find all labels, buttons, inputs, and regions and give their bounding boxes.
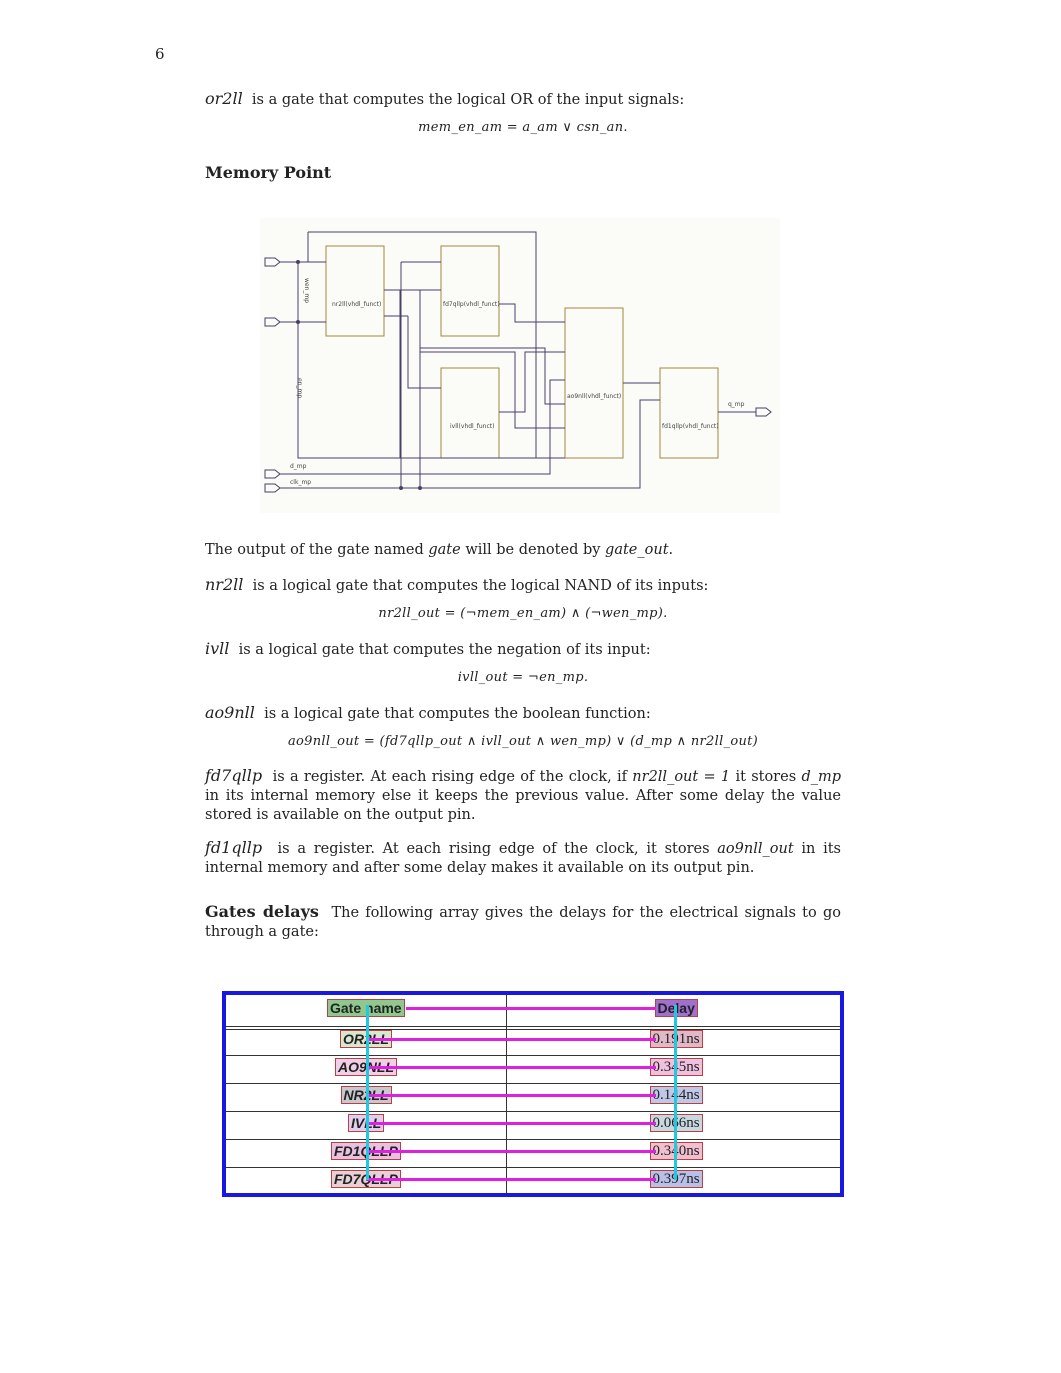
svg-text:fd7qllp(vhdl_funct): fd7qllp(vhdl_funct) [443, 301, 500, 308]
ivll-definition: ivll is a logical gate that computes the… [205, 639, 841, 660]
input-port-d [264, 469, 281, 479]
fd1qllp-text-b: in its internal memory and after some de… [205, 841, 841, 876]
output-port-q [755, 407, 772, 417]
table-row-divider [226, 1083, 840, 1084]
svg-text:wen_mp: wen_mp [303, 278, 310, 303]
svg-text:clk_mp: clk_mp [290, 479, 311, 486]
memory-point-heading: Memory Point [205, 163, 332, 182]
gates-delays-text: The following array gives the delays for… [205, 905, 841, 940]
table-row-divider [226, 1055, 840, 1056]
ao9nll-definition: ao9nll is a logical gate that computes t… [205, 703, 841, 724]
or2ll-name: or2ll [205, 89, 243, 108]
fd1qllp-math-a: ao9nll_out [717, 841, 794, 857]
fd1qllp-definition: fd1qllp is a register. At each rising ed… [205, 838, 841, 878]
input-port-en [264, 317, 281, 327]
fd7qllp-text-c: in its internal memory else it keeps the… [205, 788, 841, 823]
table-row-divider [226, 1167, 840, 1168]
table-row-divider [226, 1029, 840, 1030]
gates-delays-paragraph: Gates delays The following array gives t… [205, 902, 841, 942]
ivll-formula: ivll_out = ¬en_mp. [457, 670, 589, 685]
output-note-suffix: . [668, 542, 674, 558]
alignment-link-line [366, 1150, 656, 1153]
fd7qllp-math-b: d_mp [801, 769, 842, 785]
output-note-gate-word: gate [428, 542, 461, 558]
nr2ll-text: is a logical gate that computes the logi… [252, 578, 709, 594]
input-port-clk [264, 483, 281, 493]
alignment-guide-line [366, 1005, 369, 1180]
fd7qllp-definition: fd7qllp is a register. At each rising ed… [205, 766, 841, 825]
svg-text:fd1qllp(vhdl_funct): fd1qllp(vhdl_funct) [662, 423, 719, 430]
gates-delays-heading: Gates delays [205, 902, 319, 921]
input-port-wen [264, 257, 281, 267]
fd1qllp-text-a: is a register. At each rising edge of th… [277, 841, 718, 857]
ivll-name: ivll [205, 639, 230, 658]
output-note: The output of the gate named gate will b… [205, 541, 841, 560]
nr2ll-definition: nr2ll is a logical gate that computes th… [205, 575, 841, 596]
table-row-divider [226, 1111, 840, 1112]
svg-text:ao9nll(vhdl_funct): ao9nll(vhdl_funct) [567, 393, 621, 400]
nr2ll-name: nr2ll [205, 575, 244, 594]
svg-text:ivll(vhdl_funct): ivll(vhdl_funct) [450, 423, 494, 430]
memory-point-circuit-diagram: nr2ll(vhdl_funct) fd7qllp(vhdl_funct) iv… [260, 218, 780, 513]
fd7qllp-text-b: it stores [730, 769, 802, 785]
gate-delay-table: Gate nameDelayOR2LL0.191nsAO9NLL0.345nsN… [222, 991, 844, 1197]
alignment-link-line [406, 1007, 656, 1010]
ao9nll-name: ao9nll [205, 703, 255, 722]
ao9nll-text: is a logical gate that computes the bool… [264, 706, 651, 722]
fd1qllp-name: fd1qllp [205, 838, 263, 857]
alignment-guide-line [674, 1005, 677, 1180]
svg-text:en_mp: en_mp [296, 378, 303, 398]
output-note-middle: will be denoted by [460, 542, 606, 558]
fd7qllp-math-a: nr2ll_out = 1 [632, 769, 731, 785]
alignment-link-line [366, 1038, 656, 1041]
output-note-math: gate_out [605, 542, 669, 558]
or2ll-text: is a gate that computes the logical OR o… [251, 92, 685, 108]
table-row-divider [226, 1139, 840, 1140]
svg-text:q_mp: q_mp [728, 401, 745, 408]
header-gate-name: Gate name [327, 999, 405, 1017]
svg-text:d_mp: d_mp [290, 463, 307, 470]
ivll-text: is a logical gate that computes the nega… [238, 642, 651, 658]
fd7qllp-text-a: is a register. At each rising edge of th… [272, 769, 633, 785]
output-note-prefix: The output of the gate named [205, 542, 429, 558]
alignment-link-line [366, 1122, 656, 1125]
svg-text:nr2ll(vhdl_funct): nr2ll(vhdl_funct) [332, 301, 381, 308]
fd7qllp-name: fd7qllp [205, 766, 263, 785]
alignment-link-line [366, 1178, 656, 1181]
alignment-link-line [366, 1094, 656, 1097]
table-row-divider [226, 1026, 840, 1027]
nr2ll-formula: nr2ll_out = (¬mem_en_am) ∧ (¬wen_mp). [378, 606, 668, 621]
gate-name-cell: FD1QLLP [331, 1142, 401, 1160]
page-number: 6 [155, 45, 165, 63]
or2ll-formula: mem_en_am = a_am ∨ csn_an. [418, 120, 628, 135]
alignment-link-line [366, 1066, 656, 1069]
or2ll-definition: or2ll is a gate that computes the logica… [205, 89, 841, 110]
ao9nll-formula: ao9nll_out = (fd7qllp_out ∧ ivll_out ∧ w… [287, 734, 759, 749]
